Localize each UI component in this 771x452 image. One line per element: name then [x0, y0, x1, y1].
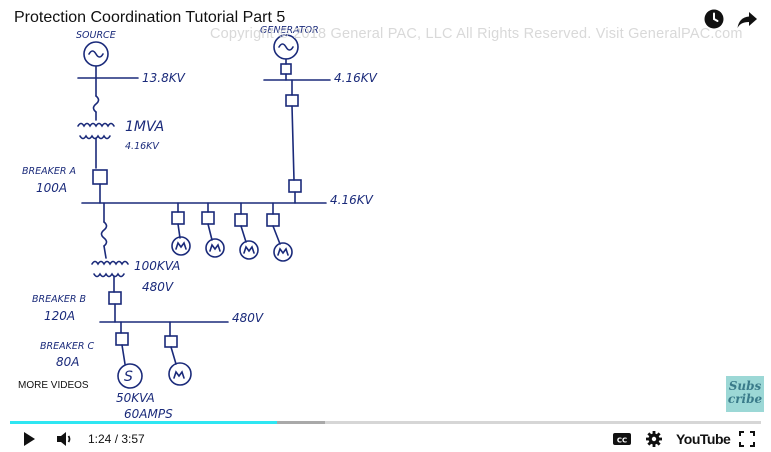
source-label: SOURCE — [76, 30, 116, 41]
transformer-1-secondary: 4.16KV — [125, 141, 160, 152]
breaker-a-label: BREAKER A — [22, 166, 76, 177]
more-videos-link[interactable]: MORE VIDEOS — [18, 380, 89, 391]
breaker-b-label: BREAKER B — [32, 294, 86, 305]
static-load-label: S — [124, 369, 133, 385]
volume-icon[interactable] — [55, 430, 75, 448]
title-bar: Protection Coordination Tutorial Part 5 … — [0, 0, 771, 42]
time-display: 1:24 / 3:57 — [88, 432, 145, 446]
breaker-c-label: BREAKER C — [40, 341, 94, 352]
subscribe-button[interactable]: Subs cribe — [726, 376, 764, 412]
bus-4-16kv-label: 4.16KV — [330, 193, 374, 207]
duration: 3:57 — [121, 432, 145, 446]
svg-text:CC: CC — [617, 437, 627, 445]
transformer-2-secondary: 480V — [142, 280, 174, 294]
cc-icon[interactable]: CC — [612, 430, 632, 448]
transformer-1-rating: 1MVA — [125, 119, 164, 135]
subscribe-label-line2: cribe — [727, 392, 763, 406]
transformer-2-primary — [91, 260, 129, 266]
generator-label: GENERATOR — [260, 25, 319, 36]
youtube-logo[interactable]: YouTube — [676, 431, 731, 447]
fullscreen-icon[interactable] — [739, 430, 755, 448]
control-bar: 1:24 / 3:57 CC YouTube — [0, 426, 771, 452]
breaker-a-symbol — [92, 169, 108, 185]
one-line-diagram: SOURCE 13.8KV GENERATOR 4.16KV 1MVA 4.16… — [22, 25, 378, 420]
time-separator: / — [111, 432, 122, 446]
breaker-b-rating: 120A — [44, 309, 75, 323]
breaker-c-rating: 80A — [56, 355, 79, 369]
play-icon[interactable] — [20, 430, 38, 448]
subscribe-label-line1: Subs — [728, 379, 762, 393]
breaker-c-symbol — [115, 332, 129, 346]
transformer-2-rating: 100KVA — [134, 259, 180, 273]
copyright-watermark: Copyright © 2018 General PAC, LLC All Ri… — [210, 26, 743, 42]
source-voltage: 13.8KV — [142, 71, 186, 85]
share-arrow-icon[interactable] — [736, 8, 758, 30]
video-title[interactable]: Protection Coordination Tutorial Part 5 — [14, 9, 286, 26]
breaker-b-symbol — [108, 291, 122, 305]
transformer-1-primary — [77, 122, 115, 128]
progress-bar[interactable] — [10, 421, 761, 424]
current-time: 1:24 — [88, 432, 112, 446]
static-load-symbol — [117, 363, 143, 389]
load-amps: 60AMPS — [124, 407, 173, 420]
gear-icon[interactable] — [645, 430, 663, 448]
breaker-a-rating: 100A — [36, 181, 67, 195]
load-rating: 50KVA — [116, 391, 155, 405]
progress-played — [10, 421, 278, 424]
clock-icon[interactable] — [703, 8, 725, 30]
generator-voltage: 4.16KV — [334, 71, 378, 85]
bus-480v-label: 480V — [232, 311, 264, 325]
